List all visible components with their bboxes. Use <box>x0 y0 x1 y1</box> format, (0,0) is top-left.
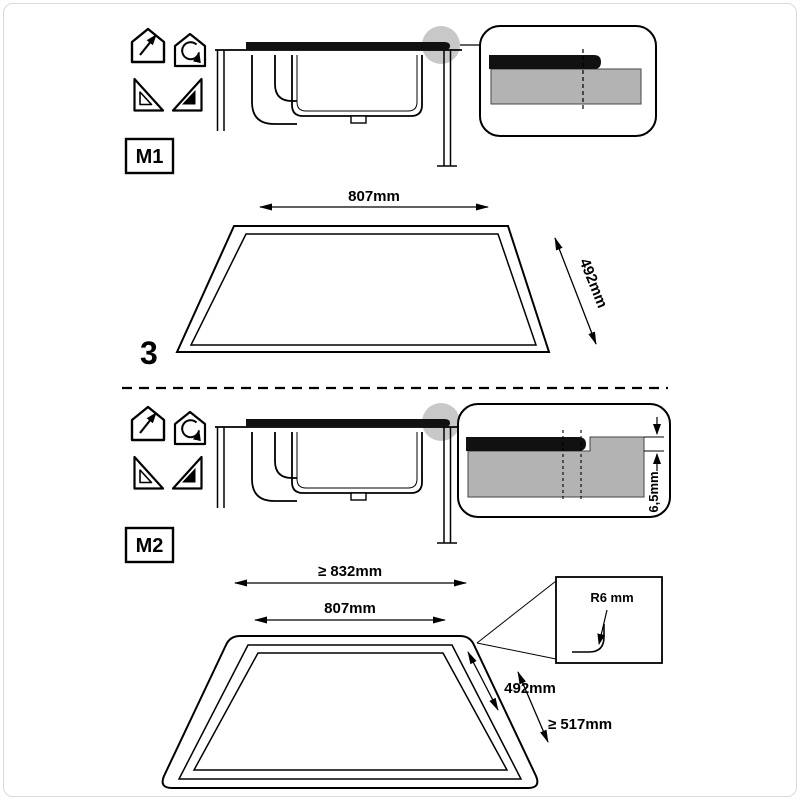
m1-depth-dimension-arrow <box>554 237 597 345</box>
m2-exhaust-air-mode-icon <box>132 407 164 440</box>
m2-cutout-inner-edge <box>192 652 509 771</box>
m2-recess-depth-label: 6,5mm <box>646 471 661 512</box>
m2-hob-glass-cross-section <box>466 437 586 451</box>
r6-corner-radius-label: R6 mm <box>590 590 633 605</box>
m1-method-badge <box>124 137 175 175</box>
m2-depth-dimension-arrow <box>467 651 499 711</box>
m1-recirculation-mode-icon <box>175 34 205 66</box>
r6-pointer-arrow <box>597 609 608 645</box>
m2-section: M2 6,5mm ≥ 832mm 807mm <box>124 402 671 789</box>
m2-width-dimension-label: 807mm <box>324 600 376 617</box>
m1-hob-side-view-diagram <box>214 25 481 167</box>
step-number: 3 <box>140 335 158 371</box>
m1-section: M1 807mm 492mm 3 <box>124 25 657 371</box>
corner-leader-line-bottom <box>476 642 557 660</box>
m1-method-label: M1 <box>136 146 164 168</box>
m2-outer-width-dimension-label: ≥ 832mm <box>318 563 382 580</box>
m2-set-square-icon <box>133 455 165 490</box>
m1-cutout-inner-edge <box>189 233 538 346</box>
m2-cutout-perspective: ≥ 832mm 807mm 492mm ≥ 517mm <box>161 563 612 789</box>
m1-countertop-cross-section <box>490 68 642 105</box>
m1-depth-dimension-label: 492mm <box>576 256 611 310</box>
m1-set-square-icon <box>133 77 165 112</box>
m2-outer-depth-dimension-label: ≥ 517mm <box>548 716 612 733</box>
m2-recirculation-mode-icon <box>175 412 205 444</box>
m1-hob-glass-cross-section <box>489 55 601 69</box>
m1-width-dimension-label: 807mm <box>348 188 400 205</box>
m1-edge-detail-callout <box>479 25 657 137</box>
m2-recess-detail-callout: 6,5mm <box>457 403 671 518</box>
m2-hob-side-view-diagram <box>214 402 481 544</box>
m2-method-badge <box>124 526 175 564</box>
m1-exhaust-air-mode-icon <box>132 29 164 62</box>
r6-detail-box <box>555 576 663 664</box>
m2-depth-dimension-label: 492mm <box>504 680 556 697</box>
m1-cutout-perspective: 807mm 492mm <box>175 188 611 353</box>
m2-set-square-solid-icon <box>171 455 203 490</box>
corner-leader-line-top <box>476 580 557 644</box>
m1-set-square-solid-icon <box>171 77 203 112</box>
m2-method-label: M2 <box>136 535 164 557</box>
m2-outer-depth-dimension-arrow <box>517 671 549 743</box>
m2-corner-radius-detail: R6 mm <box>476 576 663 664</box>
